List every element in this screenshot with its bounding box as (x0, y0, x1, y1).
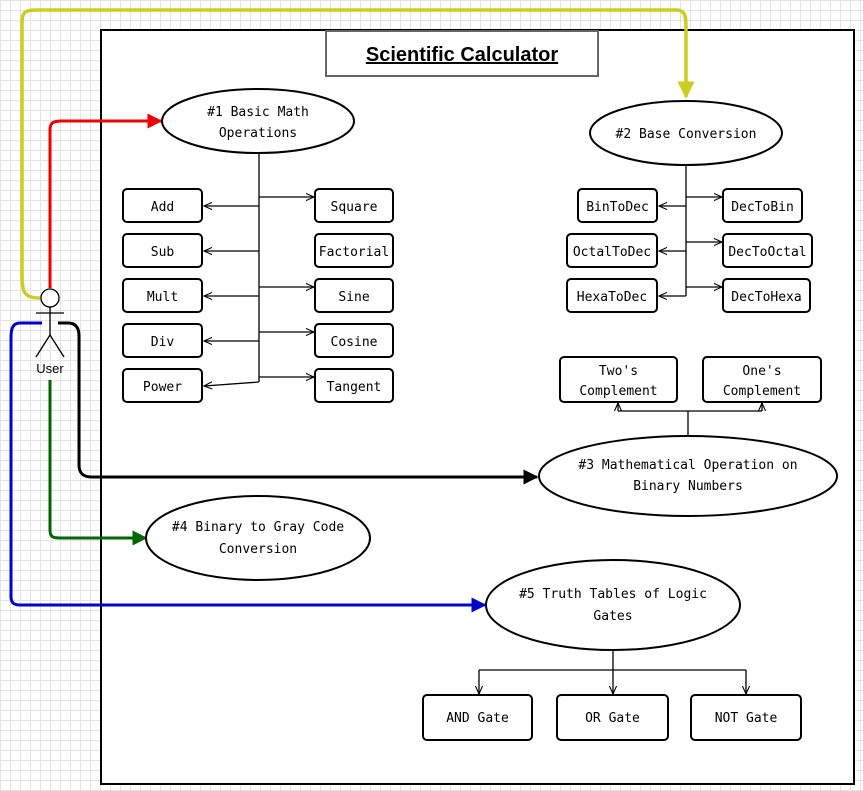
op-mult[interactable]: Mult (122, 278, 203, 313)
gate-and[interactable]: AND Gate (422, 694, 533, 741)
op-power-label: Power (143, 380, 182, 395)
conv-dec-to-bin-label: DecToBin (731, 200, 794, 215)
conv-bin-to-dec-label: BinToDec (586, 200, 649, 215)
op-square-label: Square (331, 200, 378, 215)
twos-complement-line2: Complement (579, 384, 657, 399)
diagram-title: Scientific Calculator (325, 30, 599, 77)
conv-hexa-to-dec[interactable]: HexaToDec (566, 278, 658, 313)
basic-math-label-line1: #1 Basic Math (207, 105, 309, 120)
truth-tables-label-line1: #5 Truth Tables of Logic (519, 587, 707, 602)
conv-dec-to-hexa-label: DecToHexa (731, 290, 801, 305)
gray-code-label-line1: #4 Binary to Gray Code (172, 520, 344, 535)
op-div-label: Div (151, 335, 175, 350)
op-square[interactable]: Square (314, 188, 394, 223)
gate-connectors (479, 650, 746, 694)
op-sine[interactable]: Sine (314, 278, 394, 313)
twos-complement-line1: Two's (599, 364, 638, 379)
truth-tables-label-line2: Gates (593, 609, 632, 624)
basic-math-label-line2: Operations (219, 126, 297, 141)
base-conversion-connectors (659, 166, 722, 296)
use-case-binary-math[interactable]: #3 Mathematical Operation on Binary Numb… (538, 435, 838, 517)
ones-complement[interactable]: One's Complement (702, 356, 822, 403)
op-mult-label: Mult (147, 290, 178, 305)
op-div[interactable]: Div (122, 323, 203, 358)
op-sine-label: Sine (338, 290, 369, 305)
op-tangent-label: Tangent (327, 380, 382, 395)
gate-and-label: AND Gate (446, 711, 509, 726)
conv-hexa-to-dec-label: HexaToDec (577, 290, 647, 305)
op-power[interactable]: Power (122, 368, 203, 403)
blue-association-line (9, 321, 487, 613)
op-add[interactable]: Add (122, 188, 203, 223)
binary-math-label-line1: #3 Mathematical Operation on (578, 458, 797, 473)
op-cosine-label: Cosine (331, 335, 378, 350)
gate-not[interactable]: NOT Gate (690, 694, 802, 741)
gate-or-label: OR Gate (585, 711, 640, 726)
use-case-base-conversion[interactable]: #2 Base Conversion (589, 100, 783, 166)
conv-octal-to-dec[interactable]: OctalToDec (566, 233, 658, 268)
conv-dec-to-hexa[interactable]: DecToHexa (722, 278, 811, 313)
gray-code-label-line2: Conversion (219, 542, 297, 557)
conv-bin-to-dec[interactable]: BinToDec (577, 188, 658, 223)
yellow-association-line (20, 8, 695, 300)
conv-octal-to-dec-label: OctalToDec (573, 245, 651, 260)
green-association-line (48, 380, 148, 546)
twos-complement[interactable]: Two's Complement (559, 356, 678, 403)
use-case-truth-tables[interactable]: #5 Truth Tables of Logic Gates (485, 559, 741, 651)
op-cosine[interactable]: Cosine (314, 323, 394, 358)
op-sub-label: Sub (151, 245, 175, 260)
title-text: Scientific Calculator (366, 44, 558, 66)
ones-complement-line1: One's (742, 364, 781, 379)
basic-math-connectors (204, 153, 314, 386)
use-case-basic-math[interactable]: #1 Basic Math Operations (161, 88, 355, 154)
op-factorial-label: Factorial (319, 245, 389, 260)
conv-dec-to-octal[interactable]: DecToOctal (722, 233, 813, 268)
conv-dec-to-octal-label: DecToOctal (728, 245, 806, 260)
ones-complement-line2: Complement (723, 384, 801, 399)
op-sub[interactable]: Sub (122, 233, 203, 268)
binary-math-label-line2: Binary Numbers (633, 479, 743, 494)
actor-head (40, 288, 60, 308)
complement-connectors (618, 403, 762, 436)
op-add-label: Add (151, 200, 174, 215)
black-association-line (58, 321, 539, 485)
user-actor[interactable] (35, 288, 65, 358)
gate-not-label: NOT Gate (715, 711, 778, 726)
op-tangent[interactable]: Tangent (314, 368, 394, 403)
gate-or[interactable]: OR Gate (556, 694, 669, 741)
conv-dec-to-bin[interactable]: DecToBin (722, 188, 803, 223)
base-conversion-label: #2 Base Conversion (616, 127, 757, 142)
user-label: User (36, 361, 64, 376)
op-factorial[interactable]: Factorial (314, 233, 394, 268)
use-case-gray-code[interactable]: #4 Binary to Gray Code Conversion (145, 495, 371, 581)
red-association-line (48, 113, 163, 288)
